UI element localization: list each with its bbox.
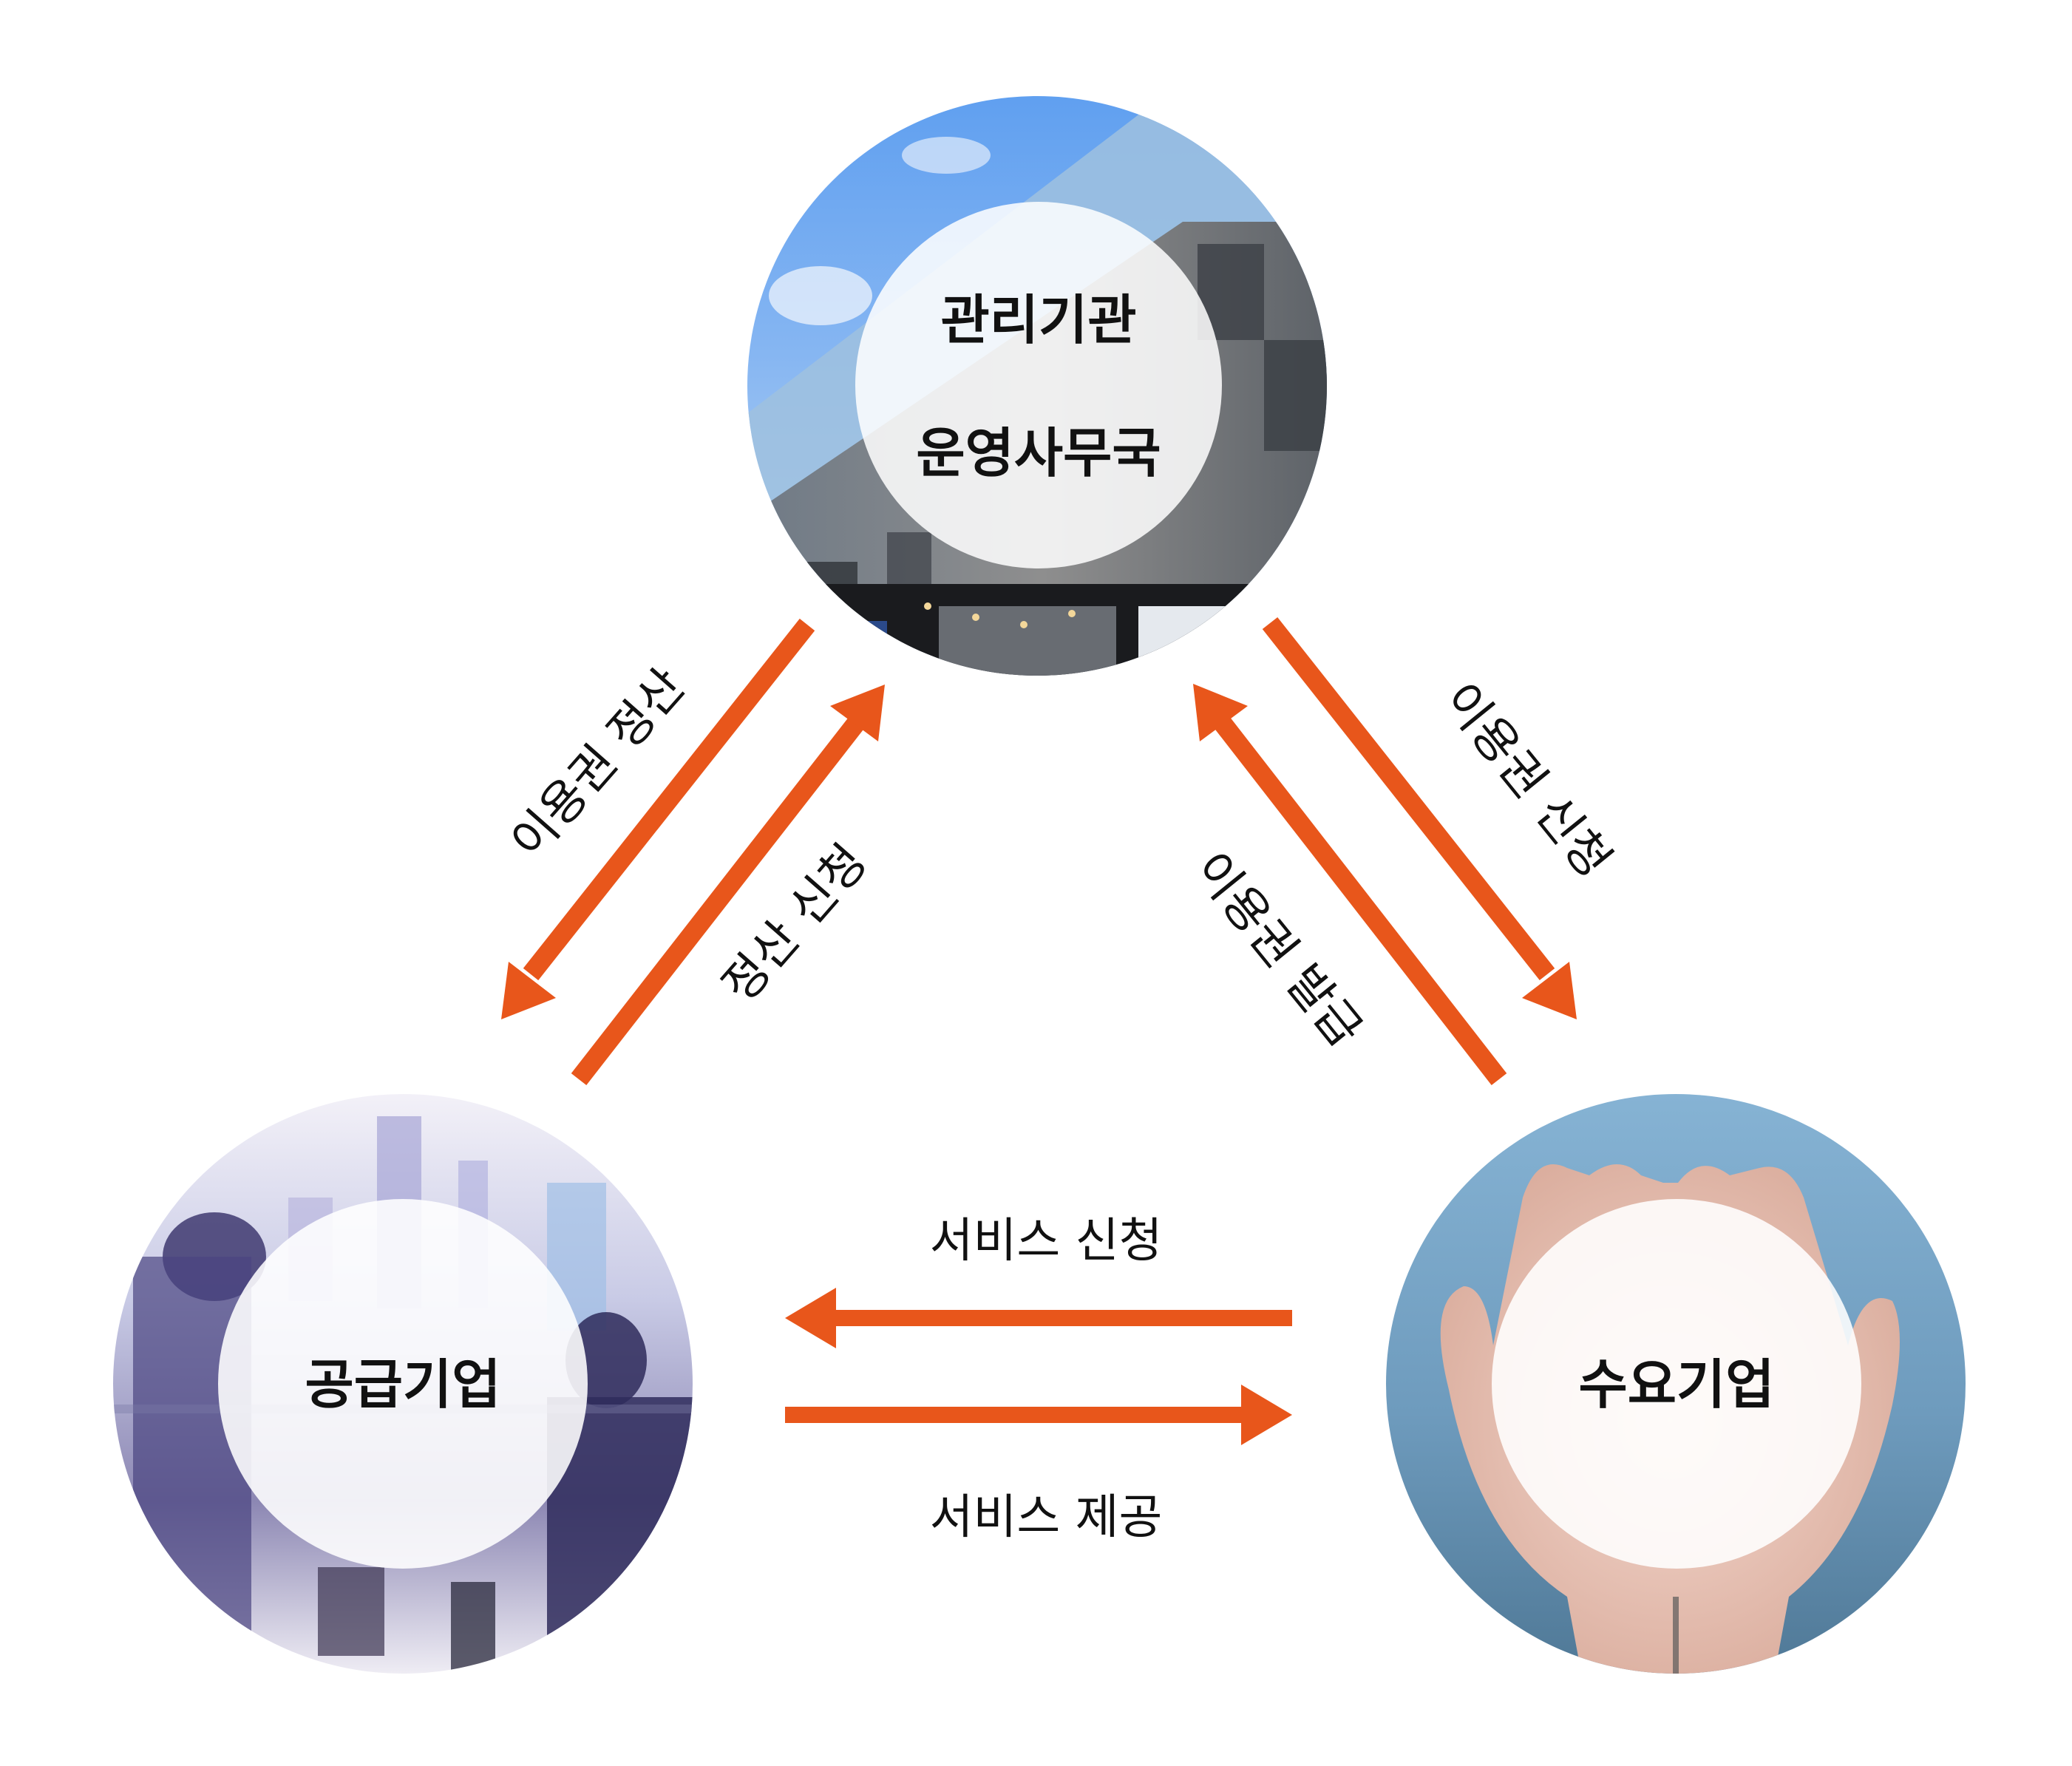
arrow-top-to-right	[1262, 617, 1577, 1019]
edge-label-service-provision: 서비스 제공	[930, 1490, 1163, 1545]
edge-label-voucher-settlement: 이용권 정산	[501, 659, 696, 869]
node-label: 수요기업	[1579, 1354, 1775, 1416]
arrow-right-to-left	[785, 1288, 1292, 1348]
arrow-left-to-right	[785, 1385, 1292, 1445]
node-demand-company: 수요기업	[1386, 1094, 1966, 1674]
node-label-disc	[218, 1199, 588, 1569]
node-label-line1: 관리기관	[941, 289, 1137, 351]
arrow-right-to-top	[1193, 684, 1507, 1085]
node-label: 공급기업	[305, 1354, 501, 1416]
edge-label-service-request: 서비스 신청	[930, 1214, 1163, 1269]
node-supplier: 공급기업	[113, 1094, 693, 1674]
node-label-disc	[1492, 1199, 1861, 1569]
node-label-disc	[855, 202, 1222, 568]
arrows	[501, 617, 1577, 1445]
node-management-agency: 관리기관 운영사무국	[747, 96, 1327, 676]
arrow-left-to-top	[571, 685, 885, 1085]
arrow-top-to-left	[501, 618, 815, 1019]
node-label-line2: 운영사무국	[916, 422, 1161, 484]
